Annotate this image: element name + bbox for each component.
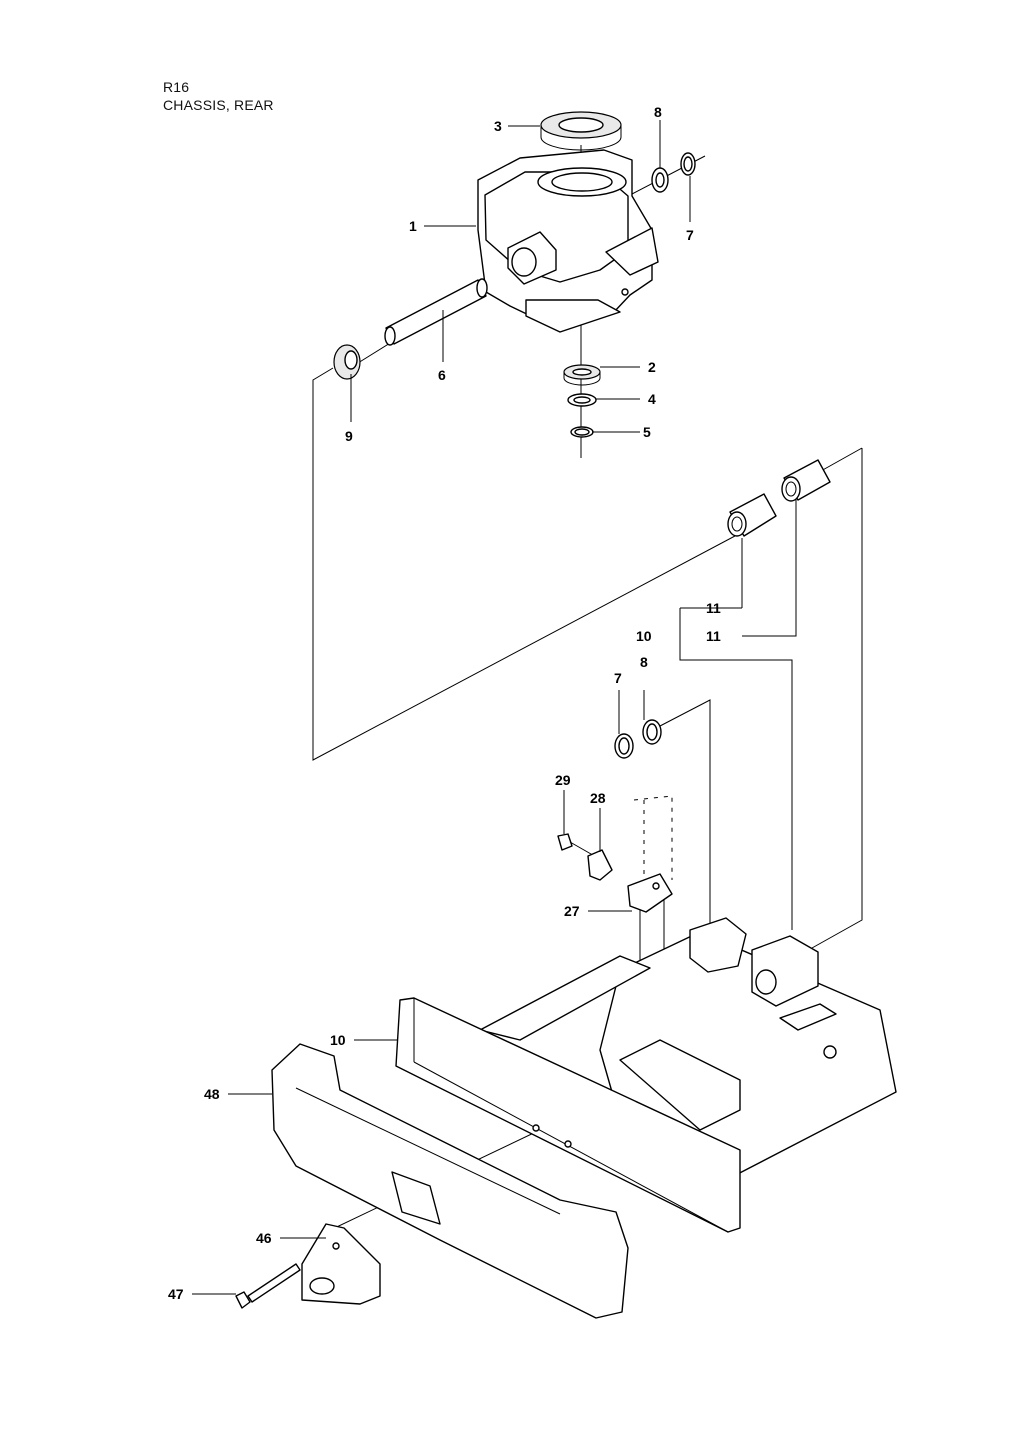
- callout-7-top: 7: [686, 227, 694, 243]
- page-title: CHASSIS, REAR: [163, 97, 274, 113]
- part-5-clip: [570, 426, 594, 438]
- callout-29: 29: [555, 772, 571, 788]
- callout-11-b: 11: [706, 628, 721, 644]
- callout-leaders: [192, 120, 691, 1295]
- part-48-bumper: [271, 1043, 629, 1319]
- callout-2: 2: [648, 359, 656, 375]
- callout-9: 9: [345, 428, 353, 444]
- leader-78-chassis: [659, 699, 711, 1014]
- callout-10-b: 10: [330, 1032, 346, 1048]
- part-7-clip-top: [680, 152, 696, 176]
- callout-6: 6: [438, 367, 446, 383]
- callout-8-mid: 8: [640, 654, 648, 670]
- callout-5: 5: [643, 424, 651, 440]
- part-10-bumper-bar: [395, 997, 741, 1233]
- callout-27: 27: [564, 903, 580, 919]
- part-6-pin: [384, 278, 488, 346]
- sensor-outline: [633, 795, 673, 880]
- callout-47: 47: [168, 1286, 184, 1302]
- leader-9-assembly: [312, 367, 751, 761]
- callout-1: 1: [409, 218, 417, 234]
- leader-10-box: [679, 608, 793, 930]
- page-header: R16 CHASSIS, REAR: [163, 78, 274, 114]
- callout-labels: 3 8 1 7 6 2 9 4 5 11 10 11 8 7 29 28 27 …: [168, 104, 721, 1302]
- callout-46: 46: [256, 1230, 272, 1246]
- part-7-clip-mid: [614, 733, 634, 759]
- leader-11b-chassis: [811, 448, 863, 949]
- callout-48: 48: [204, 1086, 220, 1102]
- part-9-bushing: [333, 344, 361, 380]
- part-27-bracket: [627, 873, 673, 913]
- part-4-washer: [567, 393, 597, 407]
- part-8-washer-mid: [642, 719, 662, 745]
- part-1-housing: [477, 149, 659, 333]
- part-3-bearing: [540, 111, 622, 151]
- part-46-hitch: [301, 1223, 381, 1305]
- part-2-bearing: [563, 364, 601, 386]
- callout-7-mid: 7: [614, 670, 622, 686]
- callout-8-top: 8: [654, 104, 662, 120]
- page-code: R16: [163, 79, 190, 95]
- part-8-washer-top: [651, 167, 669, 193]
- callout-4: 4: [648, 391, 656, 407]
- part-28-bracket: [587, 849, 613, 881]
- part-11-sleeve-a: [727, 493, 777, 537]
- leader-11b-vert: [742, 492, 797, 637]
- part-47-bolt: [235, 1263, 301, 1309]
- callout-28: 28: [590, 790, 606, 806]
- callout-3: 3: [494, 118, 502, 134]
- part-11-sleeve-b: [781, 459, 831, 502]
- chassis-frame: [479, 917, 897, 1179]
- callout-10-a: 10: [636, 628, 652, 644]
- callout-11-a: 11: [706, 600, 721, 616]
